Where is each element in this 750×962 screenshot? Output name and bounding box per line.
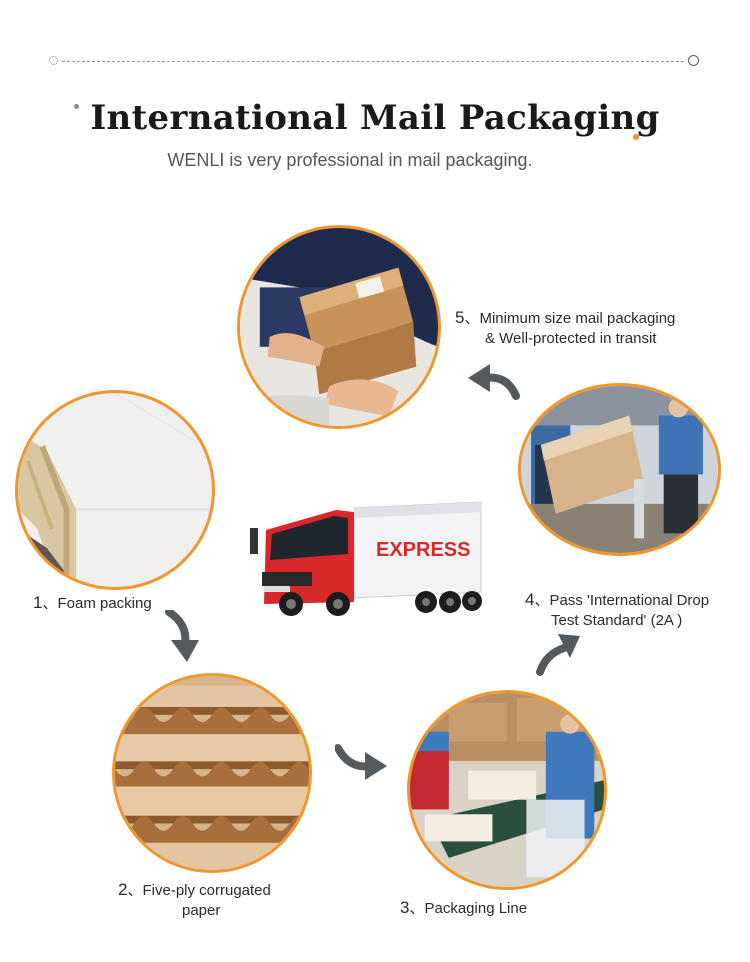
step-label: Packaging Line — [424, 900, 528, 917]
corrugated-paper-photo — [112, 673, 312, 873]
express-truck-image: EXPRESS — [236, 500, 486, 622]
step-label: Pass 'International Drop — [549, 592, 710, 609]
step-separator: 、 — [464, 310, 480, 327]
right-ring-decoration — [688, 55, 699, 66]
page-title: International Mail Packaging — [90, 98, 660, 138]
curved-arrow-up-icon — [534, 628, 582, 676]
step-label-line2: & Well-protected in transit — [485, 330, 657, 347]
step-5-caption: 5、Minimum size mail packaging & Well-pro… — [455, 308, 715, 349]
step-3-caption: 3、Packaging Line — [400, 898, 600, 919]
step-separator: 、 — [534, 592, 550, 609]
packaging-line-photo — [407, 690, 607, 890]
curved-arrow-left-icon — [466, 360, 520, 402]
dashed-divider — [62, 61, 684, 62]
step-label: Five-ply corrugated — [142, 882, 271, 899]
step-number: 3 — [400, 898, 410, 917]
drop-test-photo — [518, 383, 721, 556]
truck-brand-text: EXPRESS — [376, 539, 470, 561]
step-separator: 、 — [42, 595, 58, 612]
step-separator: 、 — [127, 882, 143, 899]
step-number: 1 — [33, 593, 43, 612]
step-separator: 、 — [409, 900, 425, 917]
step-label: Minimum size mail packaging — [479, 310, 676, 327]
step-label: Foam packing — [57, 595, 152, 612]
step-1-caption: 1、Foam packing — [33, 593, 213, 614]
step-4-caption: 4、Pass 'International Drop Test Standard… — [525, 590, 745, 631]
curved-arrow-right-icon — [335, 742, 390, 782]
parcel-handover-photo — [237, 225, 441, 429]
step-number: 4 — [525, 590, 535, 609]
step-label-line2: paper — [182, 902, 221, 919]
step-2-caption: 2、Five-ply corrugated paper — [118, 880, 318, 921]
page-subtitle: WENLI is very professional in mail packa… — [167, 150, 533, 170]
step-number: 2 — [118, 880, 128, 899]
curved-arrow-down-icon — [163, 610, 203, 665]
step-number: 5 — [455, 308, 465, 327]
orange-dot-decoration — [633, 134, 639, 140]
step-label-line2: Test Standard' (2A ) — [551, 612, 683, 629]
foam-board-photo — [15, 390, 215, 590]
left-ring-decoration — [49, 56, 58, 65]
grey-dot-decoration — [74, 104, 79, 109]
